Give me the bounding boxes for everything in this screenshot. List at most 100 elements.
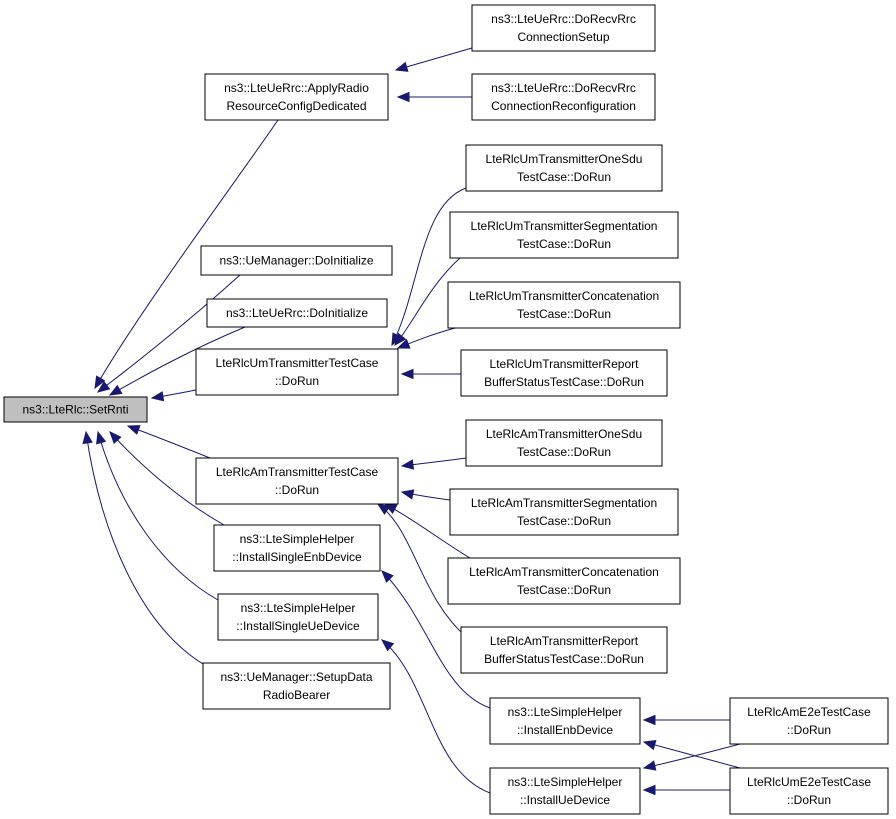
node-um-report[interactable]: LteRlcUmTransmitterReportBufferStatusTes… [460, 349, 668, 397]
node-label-line: ns3::LteSimpleHelper [508, 705, 623, 719]
node-label-line: ns3::UeManager::DoInitialize [219, 254, 373, 268]
node-label-line: LteRlcAmTransmitterConcatenation [469, 565, 659, 579]
edge-install-ue-to-single-ue-arrowhead [380, 639, 395, 652]
node-label-line: TestCase::DoRun [517, 170, 611, 184]
node-single-enb[interactable]: ns3::LteSimpleHelper::InstallSingleEnbDe… [213, 524, 381, 572]
node-label-line: TestCase::DoRun [517, 445, 611, 459]
edge-single-ue-to-root [97, 431, 219, 601]
node-box [447, 557, 681, 605]
node-label-line: ::DoRun [275, 374, 319, 388]
node-am-concat[interactable]: LteRlcAmTransmitterConcatenationTestCase… [447, 557, 681, 605]
edge-recv-reconf-to-apply-arrowhead [396, 91, 410, 103]
edge-uemanager-init-to-root [97, 274, 241, 393]
edge-ueurrc-init-to-root [109, 326, 246, 396]
node-label-line: ResourceConfigDedicated [226, 99, 366, 113]
node-label-line: BufferStatusTestCase::DoRun [484, 652, 644, 666]
node-am-seg[interactable]: LteRlcAmTransmitterSegmentationTestCase:… [449, 488, 679, 536]
node-label-line: ns3::LteRlc::SetRnti [22, 403, 128, 417]
edge-install-ue-to-single-ue [381, 639, 491, 794]
node-uemanager-init[interactable]: ns3::UeManager::DoInitialize [200, 245, 393, 276]
edge-am-report-to-am-tc [377, 503, 471, 641]
node-um-e2e[interactable]: LteRlcUmE2eTestCase::DoRun [729, 767, 889, 815]
edge-am-report-to-am-tc-arrowhead [376, 503, 391, 515]
node-ueurrc-init[interactable]: ns3::LteUeRrc::DoInitialize [206, 298, 388, 328]
node-am-e2e[interactable]: LteRlcAmE2eTestCase::DoRun [729, 697, 889, 745]
node-label-line: LteRlcUmTransmitterConcatenation [469, 289, 659, 303]
node-label-line: ::InstallSingleEnbDevice [232, 550, 362, 564]
node-box [460, 626, 668, 674]
node-um-tc[interactable]: LteRlcUmTransmitterTestCase::DoRun [195, 348, 399, 396]
node-label-line: ::DoRun [275, 483, 319, 497]
edge-um-concat-to-um-tc-arrowhead [396, 338, 411, 349]
node-root[interactable]: ns3::LteRlc::SetRnti [3, 396, 148, 423]
edge-um-e2e-to-install-enb-arrowhead [642, 740, 657, 751]
node-label-line: TestCase::DoRun [517, 237, 611, 251]
node-label-line: ConnectionReconfiguration [491, 99, 636, 113]
edge-um-onesdu-to-um-tc [391, 187, 467, 346]
node-label-line: LteRlcAmTransmitterOneSdu [486, 427, 642, 441]
node-label-line: ns3::LteUeRrc::DoInitialize [226, 306, 368, 320]
node-box [471, 73, 656, 121]
edge-am-e2e-to-install-ue-arrowhead [642, 760, 657, 771]
edge-setup-drb-to-root [85, 431, 211, 669]
edge-single-enb-to-root [109, 431, 225, 526]
node-apply-radio[interactable]: ns3::LteUeRrc::ApplyRadioResourceConfigD… [204, 73, 389, 121]
node-install-enb[interactable]: ns3::LteSimpleHelper::InstallEnbDevice [489, 697, 641, 745]
node-label-line: ns3::LteSimpleHelper [241, 601, 356, 615]
edge-layer [82, 47, 741, 796]
node-label-line: TestCase::DoRun [517, 514, 611, 528]
edge-setup-drb-to-root-arrowhead [82, 430, 93, 445]
node-box [489, 697, 641, 745]
node-box [471, 4, 656, 52]
edge-am-tc-to-root [127, 425, 211, 459]
edge-apply-radio-to-root-arrowhead [94, 375, 106, 390]
node-label-line: LteRlcUmTransmitterReport [490, 357, 640, 371]
node-um-seg[interactable]: LteRlcUmTransmitterSegmentationTestCase:… [449, 211, 679, 259]
edge-apply-radio-to-root [94, 119, 279, 389]
node-label-line: LteRlcUmTransmitterOneSdu [486, 152, 643, 166]
node-single-ue[interactable]: ns3::LteSimpleHelper::InstallSingleUeDev… [217, 593, 379, 641]
node-box [729, 697, 889, 745]
edge-um-seg-to-um-tc-arrowhead [394, 332, 407, 347]
node-recv-reconf[interactable]: ns3::LteUeRrc::DoRecvRrcConnectionReconf… [471, 73, 656, 121]
node-box [217, 593, 379, 641]
node-box [200, 245, 393, 276]
node-label-line: LteRlcUmE2eTestCase [747, 775, 871, 789]
edge-uemanager-init-to-root-arrowhead [96, 380, 111, 393]
edge-recv-setup-to-apply-arrowhead [394, 61, 409, 72]
node-box [206, 298, 388, 328]
edge-am-seg-to-am-tc-arrowhead [400, 489, 415, 500]
node-label-line: RadioBearer [263, 688, 330, 702]
edge-ueurrc-init-to-root-arrowhead [108, 384, 123, 396]
node-label-line: TestCase::DoRun [517, 583, 611, 597]
edge-am-onesdu-to-am-tc-arrowhead [400, 459, 415, 470]
node-label-line: ns3::LteSimpleHelper [240, 532, 355, 546]
node-box [447, 281, 681, 329]
node-am-tc[interactable]: LteRlcAmTransmitterTestCase::DoRun [195, 457, 399, 505]
node-label-line: BufferStatusTestCase::DoRun [484, 375, 644, 389]
node-am-report[interactable]: LteRlcAmTransmitterReportBufferStatusTes… [460, 626, 668, 674]
node-box [195, 457, 399, 505]
node-label-line: LteRlcAmE2eTestCase [747, 705, 871, 719]
node-box [213, 524, 381, 572]
edge-install-enb-to-single-enb-arrowhead [381, 570, 394, 583]
edge-um-e2e-to-install-ue-arrowhead [642, 784, 656, 796]
node-install-ue[interactable]: ns3::LteSimpleHelper::InstallUeDevice [489, 767, 641, 815]
node-um-concat[interactable]: LteRlcUmTransmitterConcatenationTestCase… [447, 281, 681, 329]
node-layer: ns3::LteRlc::SetRnti ns3::LteUeRrc::Apply… [3, 4, 889, 815]
node-label-line: ::DoRun [787, 723, 831, 737]
node-label-line: LteRlcUmTransmitterTestCase [216, 356, 379, 370]
node-label-line: ::DoRun [787, 793, 831, 807]
edge-single-enb-to-root-arrowhead [109, 431, 122, 445]
node-box [465, 419, 663, 467]
node-box [3, 396, 148, 423]
node-label-line: LteRlcAmTransmitterReport [490, 634, 639, 648]
node-label-line: ConnectionSetup [517, 30, 609, 44]
node-label-line: ns3::LteUeRrc::DoRecvRrc [491, 81, 636, 95]
node-label-line: ::InstallEnbDevice [517, 723, 613, 737]
node-box [449, 211, 679, 259]
